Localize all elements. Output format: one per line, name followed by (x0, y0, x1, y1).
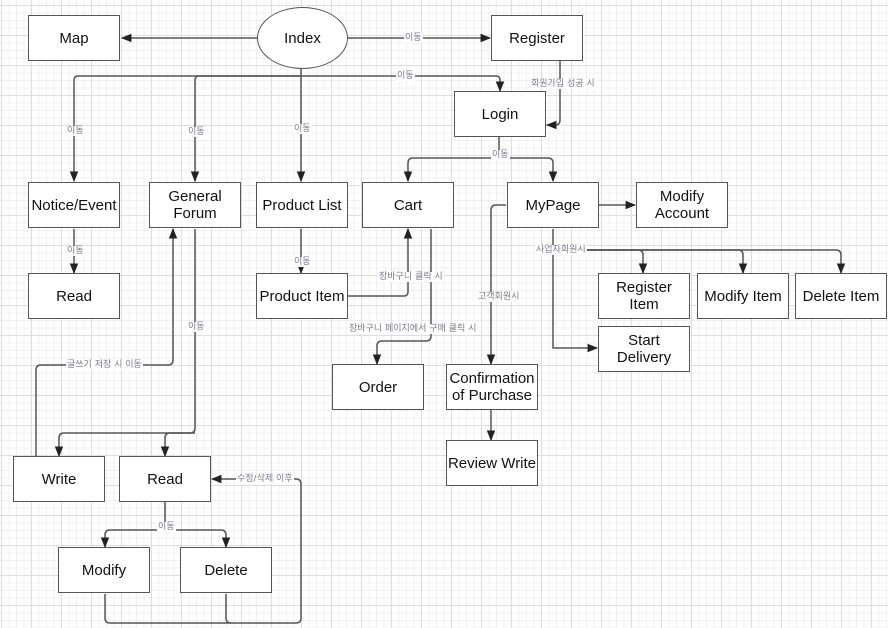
node-modify-item[interactable]: Modify Item (697, 273, 789, 319)
node-product-list-label: Product List (262, 196, 342, 214)
node-general-forum-label: General Forum (168, 188, 222, 222)
node-product-item[interactable]: Product Item (256, 273, 348, 319)
edge-login-mypage (499, 157, 558, 183)
node-delete-item-label: Delete Item (802, 287, 880, 305)
node-general-forum[interactable]: General Forum (149, 182, 241, 228)
edge-register-login (545, 60, 561, 130)
node-index-label: Index (284, 29, 321, 47)
node-mypage-label: MyPage (525, 196, 581, 214)
node-forum-read[interactable]: Read (119, 456, 211, 502)
node-review-write[interactable]: Review Write (446, 440, 538, 486)
node-start-delivery-label: Start Delivery (616, 332, 672, 366)
node-delete-label: Delete (204, 561, 248, 579)
node-mypage[interactable]: MyPage (507, 182, 599, 228)
node-confirmation-purchase-label: Confirmation of Purchase (449, 370, 535, 404)
node-register-item-label: Register Item (616, 279, 672, 313)
edge-mypage-deleteitem (553, 249, 846, 275)
node-order-label: Order (358, 378, 398, 396)
edge-index-forum (190, 75, 300, 183)
node-modify-account-label: Modify Account (654, 188, 710, 222)
node-modify-account[interactable]: Modify Account (636, 182, 728, 228)
edge-forum-write (54, 432, 195, 458)
edge-login-cart (403, 137, 500, 183)
edge-label-index-login: 이동 (396, 71, 415, 81)
node-confirmation-purchase[interactable]: Confirmation of Purchase (446, 364, 538, 410)
edge-label-products-item: 이동 (293, 257, 312, 267)
edge-item-cart (347, 227, 413, 297)
node-register[interactable]: Register (491, 15, 583, 61)
node-register-label: Register (509, 29, 565, 47)
edge-label-forum-read: 이동 (187, 322, 206, 332)
edge-write-forum (35, 227, 178, 456)
edge-read-modify (100, 502, 166, 549)
edge-label-index-products: 이동 (293, 124, 312, 134)
edge-label-cart-order: 장바구니 페이지에서 구매 클릭 시 (348, 324, 478, 334)
node-cart[interactable]: Cart (362, 182, 454, 228)
node-start-delivery[interactable]: Start Delivery (598, 326, 690, 372)
node-login[interactable]: Login (454, 91, 546, 137)
edge-index-notice (69, 75, 300, 183)
edge-index-login (300, 75, 505, 93)
node-register-item[interactable]: Register Item (598, 273, 690, 319)
node-forum-write[interactable]: Write (13, 456, 105, 502)
edge-forum-read (160, 229, 196, 458)
node-notice-read-label: Read (56, 287, 92, 305)
edge-label-mypage-customer: 고객회원시 (477, 292, 521, 302)
edge-label-notice-read: 이동 (66, 246, 85, 256)
node-modify-item-label: Modify Item (704, 287, 782, 305)
node-delete-item[interactable]: Delete Item (795, 273, 887, 319)
node-product-item-label: Product Item (259, 287, 345, 305)
node-order[interactable]: Order (332, 364, 424, 410)
node-forum-write-label: Write (41, 470, 77, 488)
node-modify[interactable]: Modify (58, 547, 150, 593)
edge-label-index-register: 이동 (404, 33, 423, 43)
node-modify-label: Modify (81, 561, 127, 579)
edge-label-login-split: 이동 (491, 150, 510, 160)
node-delete[interactable]: Delete (180, 547, 272, 593)
edge-delete-join (225, 594, 232, 624)
node-notice-event-label: Notice/Event (31, 196, 117, 214)
node-login-label: Login (481, 105, 519, 123)
edge-label-index-notice: 이동 (66, 126, 85, 136)
edge-cart-order (372, 229, 432, 366)
node-map[interactable]: Map (28, 15, 120, 61)
edge-label-mypage-business: 사업자회원시 (535, 245, 587, 255)
node-product-list[interactable]: Product List (256, 182, 348, 228)
edge-label-read-split: 이동 (157, 522, 176, 532)
node-map-label: Map (59, 29, 89, 47)
edge-label-after-edit: 수정/삭제 이후 (236, 474, 294, 484)
node-review-write-label: Review Write (447, 454, 537, 472)
edge-label-index-forum: 이동 (187, 127, 206, 137)
node-cart-label: Cart (393, 196, 423, 214)
node-forum-read-label: Read (147, 470, 183, 488)
edge-label-item-cart: 장바구니 클릭 시 (378, 272, 444, 282)
node-notice-event[interactable]: Notice/Event (28, 182, 120, 228)
edge-label-register-login: 회원가입 성공 시 (530, 79, 596, 89)
edge-read-delete (165, 529, 231, 549)
edge-modify-delete-read (104, 474, 302, 624)
node-index[interactable]: Index (257, 7, 348, 69)
edge-mypage-confirmation (486, 204, 506, 366)
node-notice-read[interactable]: Read (28, 273, 120, 319)
edge-mypage-startdelivery (552, 250, 599, 353)
edge-label-write-saved: 글쓰기 저장 시 이동 (66, 360, 143, 370)
